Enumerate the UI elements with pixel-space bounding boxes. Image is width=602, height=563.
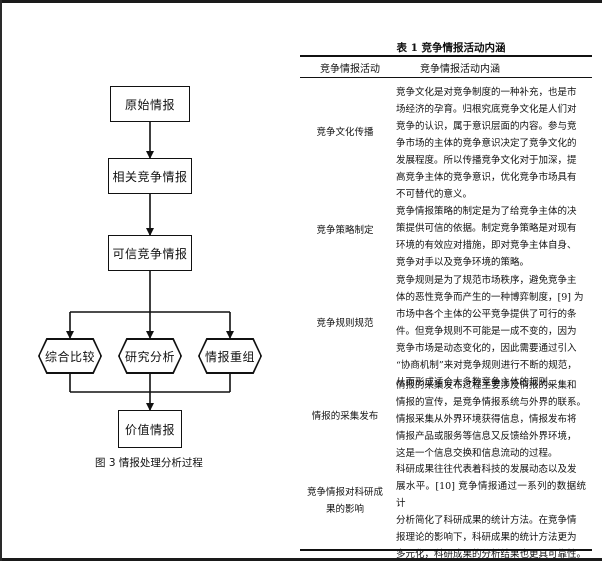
node-research-label: 研究分析: [124, 349, 175, 364]
row-content-culture: 竞争文化是对竞争制度的一种补充，也是市 场经济的孕育。归根究底竞争文化是人们对 …: [396, 87, 577, 200]
activity-table: 表 1 竞争情报活动内涵 竞争情报活动 竞争情报活动内涵 竞争文化传播 竞争文化…: [300, 0, 602, 561]
node-credible-intelligence: 可信竞争情报: [108, 235, 192, 271]
row-activity-rules: 竞争规则规范: [316, 318, 374, 329]
node-research-analysis: 研究分析: [118, 338, 182, 374]
row-content-collection: 情报的采集发布过程主要涉及情报的采集和 情报的宣传，是竞争情报系统与外界的联系。…: [396, 380, 587, 459]
node-relevant-intelligence: 相关竞争情报: [108, 158, 192, 194]
table-top-rule: [300, 55, 592, 57]
flowchart: 原始情报 相关竞争情报 可信竞争情报 综合比较 研究分析 情报重组 价值情报 图…: [0, 0, 300, 561]
column-header-activity: 竞争情报活动: [320, 64, 380, 75]
row-activity-culture: 竞争文化传播: [316, 127, 374, 138]
row-content-research-impact: 科研成果往往代表着科技的发展动态以及发 展水平。[10] 竞争情报通过一系列的数…: [396, 464, 587, 560]
row-content-rules: 竞争规则是为了规范市场秩序，避免竞争主 体的恶性竞争而产生的一种博弈制度，[9]…: [396, 275, 584, 388]
node-value-label: 价值情报: [124, 422, 175, 437]
row-activity-collection: 情报的采集发布: [311, 411, 379, 422]
node-intelligence-reorganization: 情报重组: [198, 338, 262, 374]
table-header-rule: [300, 77, 592, 78]
node-raw-label: 原始情报: [124, 97, 175, 112]
node-relevant-label: 相关竞争情报: [112, 169, 188, 184]
page-edge-bottom: [0, 558, 602, 561]
node-credible-label: 可信竞争情报: [112, 246, 188, 261]
page-edge-top: [0, 0, 602, 3]
node-reorganize-label: 情报重组: [204, 349, 255, 364]
node-value-intelligence: 价值情报: [118, 410, 182, 448]
node-comprehensive-comparison: 综合比较: [38, 338, 102, 374]
node-compare-label: 综合比较: [44, 349, 95, 364]
row-activity-strategy: 竞争策略制定: [316, 225, 374, 236]
page-edge-left: [0, 0, 2, 561]
figure-caption: 图 3 情报处理分析过程: [95, 457, 203, 469]
row-content-strategy: 竞争情报策略的制定是为了给竞争主体的决 策提供可信的依据。制定竞争策略是对现有 …: [396, 206, 577, 268]
column-header-content: 竞争情报活动内涵: [420, 64, 500, 75]
node-raw-intelligence: 原始情报: [110, 86, 190, 122]
row-activity-research-impact: 竞争情报对科研成 果的影响: [306, 487, 383, 515]
flowchart-connectors: [66, 122, 234, 411]
table-title: 表 1 竞争情报活动内涵: [396, 42, 506, 54]
table-bottom-rule: [300, 549, 592, 551]
